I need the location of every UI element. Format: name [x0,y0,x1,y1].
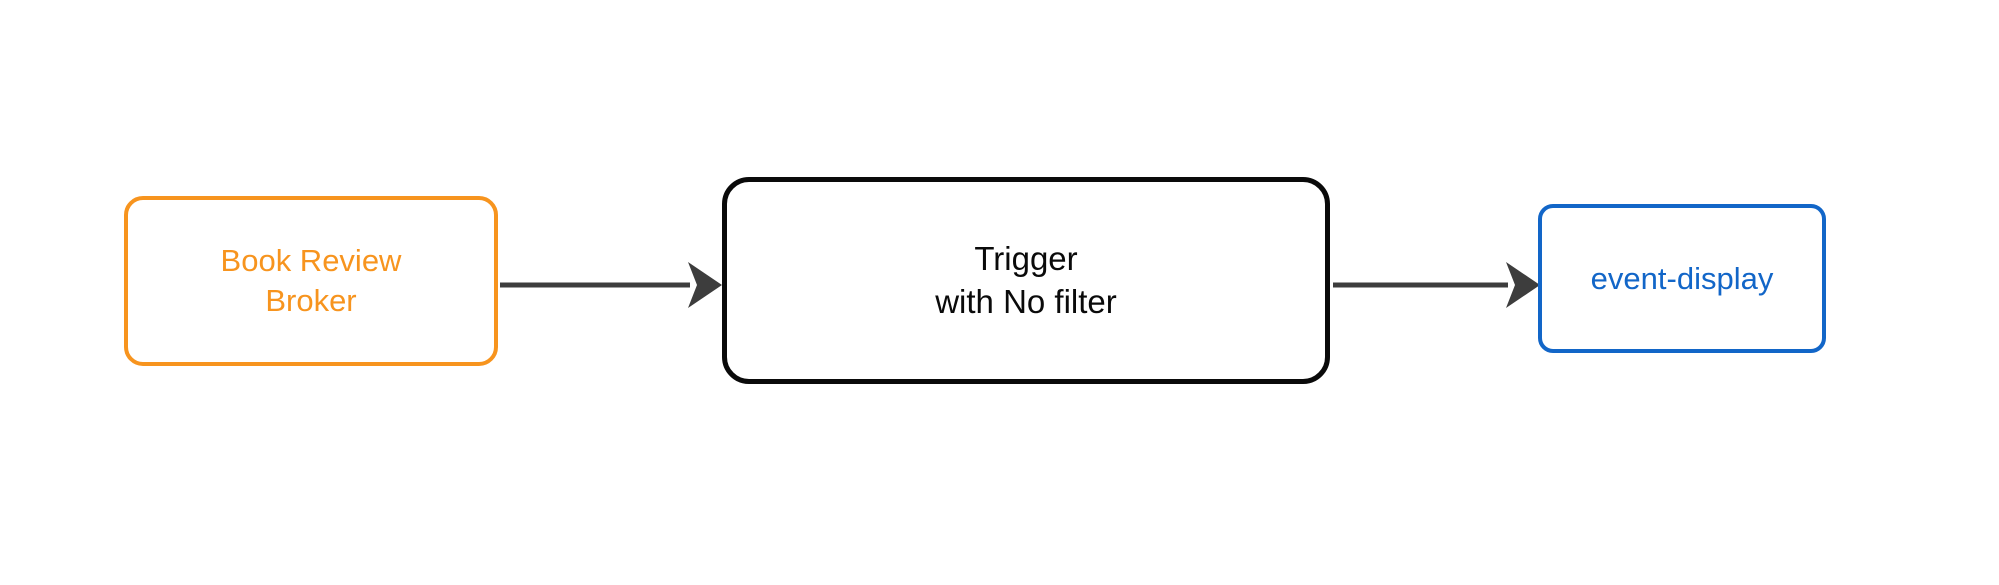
node-broker-label: Book Review Broker [220,243,402,318]
node-trigger-label: Trigger with No filter [935,240,1117,320]
node-sink-label: event-display [1590,260,1774,296]
arrowhead-icon [688,262,722,308]
node-event-display[interactable]: event-display [1538,204,1826,353]
node-book-review-broker[interactable]: Book Review Broker [124,196,498,366]
node-trigger[interactable]: Trigger with No filter [722,177,1330,384]
arrowhead-icon [1506,262,1540,308]
